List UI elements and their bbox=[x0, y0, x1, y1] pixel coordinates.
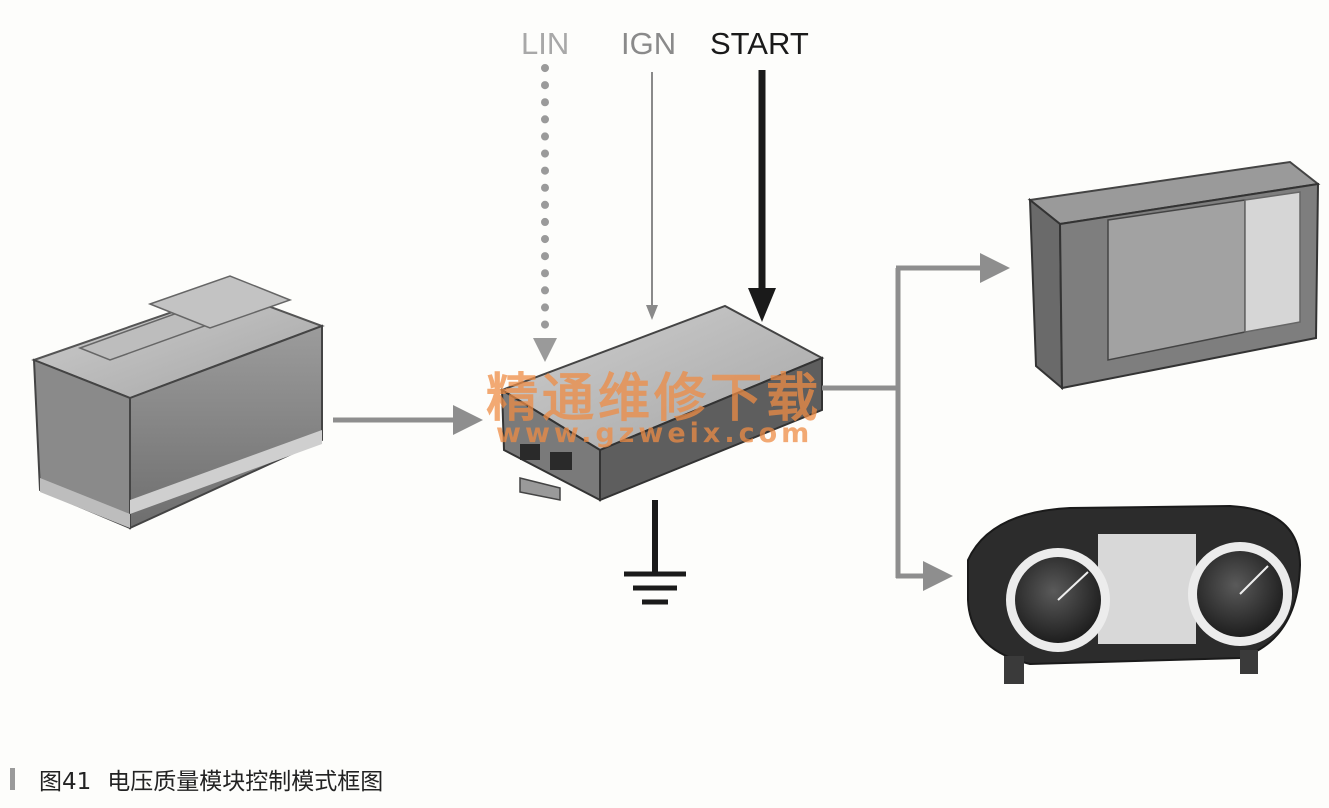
watermark-title: 精通维修下载 bbox=[486, 368, 823, 429]
caption-marker bbox=[10, 768, 15, 790]
display-unit bbox=[1027, 160, 1321, 391]
module-output-arrows bbox=[822, 253, 1010, 591]
start-signal-arrow bbox=[748, 70, 776, 322]
lin-signal-arrow bbox=[533, 64, 557, 362]
ign-signal-arrow bbox=[646, 72, 658, 320]
battery bbox=[31, 275, 325, 530]
start-label: START bbox=[710, 26, 809, 61]
lin-label: LIN bbox=[521, 26, 569, 61]
figure-number: 图41 bbox=[39, 769, 92, 795]
voltage-quality-module bbox=[499, 304, 825, 502]
ground-symbol bbox=[624, 500, 686, 605]
figure-title: 电压质量模块控制模式框图 bbox=[107, 769, 384, 795]
ign-label: IGN bbox=[621, 26, 676, 61]
watermark-url: www.gzweix.com bbox=[496, 418, 814, 449]
instrument-cluster bbox=[967, 504, 1302, 684]
figure-caption: 图41 电压质量模块控制模式框图 bbox=[10, 762, 383, 796]
